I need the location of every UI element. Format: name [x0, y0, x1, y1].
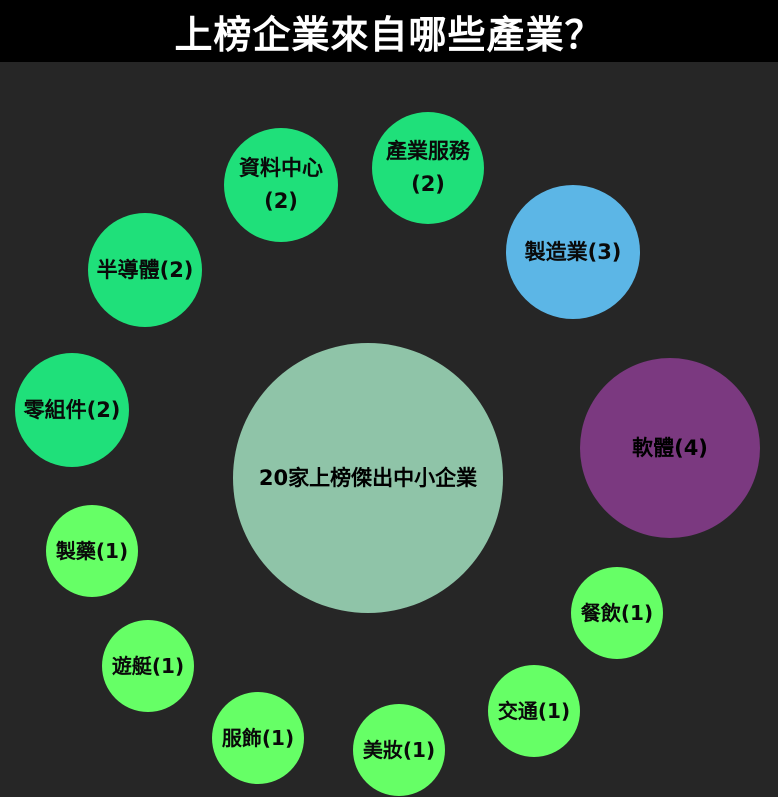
diagram-title: 上榜企業來自哪些產業？: [174, 12, 604, 57]
industry-label-line1: 製造業(3): [524, 239, 622, 264]
industry-bubble: 零組件(2): [15, 353, 129, 467]
industry-bubble: 軟體(4): [580, 358, 760, 538]
industry-label-line1: 半導體(2): [96, 257, 194, 282]
industry-bubble: 資料中心 (2): [224, 128, 338, 242]
industry-bubble: 美妝(1): [353, 704, 445, 796]
industry-label-line1: 交通(1): [497, 698, 571, 723]
industry-bubble: 製藥(1): [46, 505, 138, 597]
industry-label-line1: 美妝(1): [362, 737, 436, 762]
industry-bubble: 半導體(2): [88, 213, 202, 327]
industry-label-line1: 製藥(1): [55, 538, 129, 563]
industry-bubble-label: 資料中心 (2): [239, 152, 323, 217]
industry-bubble-label: 服飾(1): [222, 723, 294, 754]
industry-bubble-label: 製造業(3): [525, 236, 622, 269]
title-bar: 上榜企業來自哪些產業？: [0, 0, 778, 62]
industry-bubble: 製造業(3): [506, 185, 640, 319]
industry-bubble-label: 零組件(2): [24, 394, 121, 427]
industry-bubble-label: 半導體(2): [97, 254, 194, 287]
industry-label-line2: (2): [411, 172, 445, 196]
industry-label-line1: 軟體(4): [632, 435, 708, 460]
industry-bubble: 服飾(1): [212, 692, 304, 784]
industry-bubble: 餐飲(1): [571, 567, 663, 659]
center-bubble-label: 20家上榜傑出中小企業: [258, 465, 478, 490]
industry-label-line1: 遊艇(1): [111, 653, 185, 678]
industry-label-line1: 產業服務: [386, 139, 470, 164]
industry-bubble-label: 製藥(1): [56, 536, 128, 567]
industry-bubble-label: 交通(1): [498, 696, 570, 727]
industry-bubble-label: 軟體(4): [632, 432, 708, 465]
industry-label-line1: 資料中心: [239, 156, 323, 181]
industry-bubble: 交通(1): [488, 665, 580, 757]
industry-bubble-label: 餐飲(1): [581, 598, 653, 629]
industry-label-line2: (2): [264, 189, 298, 213]
industry-bubble-label: 遊艇(1): [112, 651, 184, 682]
industry-bubble: 產業服務 (2): [372, 112, 484, 224]
industry-bubble-label: 美妝(1): [363, 735, 435, 766]
industry-label-line1: 服飾(1): [221, 725, 295, 750]
industry-label-line1: 餐飲(1): [580, 600, 654, 625]
industry-bubble-label: 產業服務 (2): [386, 135, 470, 200]
center-bubble: 20家上榜傑出中小企業: [233, 343, 503, 613]
industry-bubble: 遊艇(1): [102, 620, 194, 712]
industry-label-line1: 零組件(2): [23, 397, 121, 422]
